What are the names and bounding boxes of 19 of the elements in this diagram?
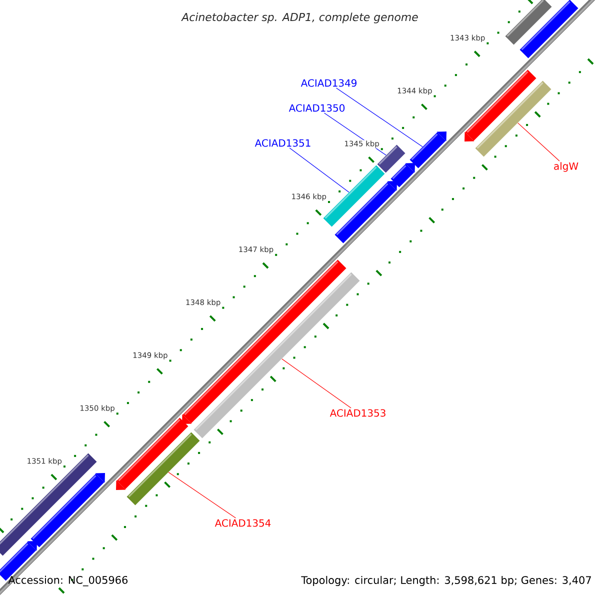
gene-label: ACIAD1350 (288, 104, 345, 112)
gene-label: ACIAD1351 (254, 139, 310, 147)
gene-bar (520, 0, 578, 58)
genome-info-text: Topology: circular; Length: 3,598,621 bp; Genes: 3,407 (301, 576, 591, 586)
gene-bar (475, 80, 552, 157)
leader-line (168, 472, 236, 518)
leader-line (289, 148, 350, 193)
accession-text: Accession: NC_005966 (8, 576, 128, 586)
gene-bar (126, 432, 200, 506)
leader-line (282, 358, 352, 408)
gene-bar (410, 132, 446, 168)
leader-line (518, 122, 560, 162)
gene-label: ACIAD1349 (300, 79, 356, 87)
gene-label: algW (554, 162, 578, 172)
leader-line (336, 88, 423, 147)
title: Acinetobacter sp. ADP1, complete genome (181, 12, 418, 24)
gene-label: ACIAD1354 (214, 519, 271, 527)
gene-bar (334, 181, 397, 244)
gene-label: ACIAD1353 (330, 409, 386, 417)
